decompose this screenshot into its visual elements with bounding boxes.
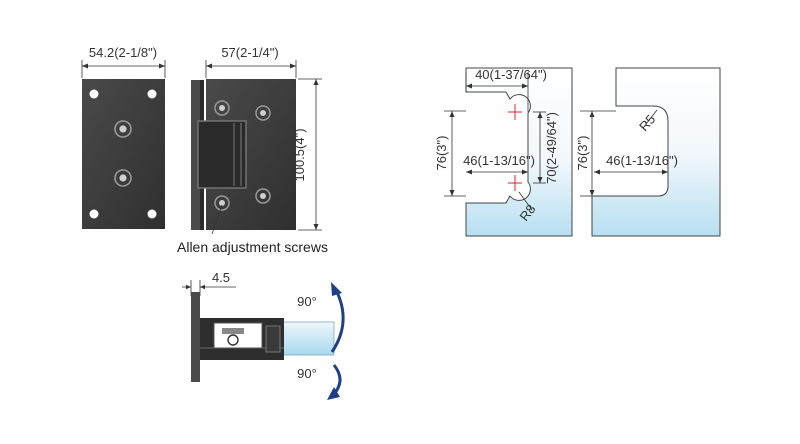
cutout-left-height-dimension	[444, 110, 466, 197]
front-plate-holes	[89, 89, 157, 219]
front-plate	[82, 79, 165, 229]
cutout-left-inner-dimension	[533, 111, 546, 184]
hinge-body	[197, 120, 247, 189]
side-height-dimension	[298, 78, 322, 231]
cutout-right-height-dimension	[580, 110, 616, 197]
side-width-dimension	[205, 60, 297, 78]
cutout-left-inner-label: 70(2-49/64")	[544, 112, 559, 184]
allen-screws-note: Allen adjustment screws	[177, 239, 328, 255]
glass-panel-left	[465, 67, 573, 237]
angle-top-label: 90°	[297, 294, 317, 309]
glass-panel-right	[591, 67, 721, 237]
cutout-left-depth-dimension	[466, 169, 528, 175]
angle-bottom-label: 90°	[297, 366, 317, 381]
side-plate-screws	[214, 100, 271, 211]
cutout-right-depth-label: 46(1-13/16")	[606, 153, 678, 168]
thickness-label: 4.5	[212, 270, 230, 285]
rotation-arrow-up	[330, 282, 345, 353]
glass-cutout-right: 76(3") 46(1-13/16") R5	[575, 67, 721, 237]
side-view: 57(2-1/4") 100.5(4")	[177, 45, 328, 255]
top-wall-plate	[191, 292, 200, 382]
top-view: 4.5 90° 90°	[182, 270, 345, 400]
cutout-left-top-label: 40(1-37/64")	[475, 67, 547, 82]
front-plate-screws	[114, 120, 132, 187]
front-width-label: 54.2(2-1/8")	[89, 45, 157, 60]
glass-panel-section	[279, 321, 335, 356]
top-hinge-window	[213, 322, 263, 349]
cutout-right-radius-label: R5	[636, 112, 658, 134]
side-wall-plate	[191, 80, 200, 230]
cutout-left-top-dimension	[465, 72, 529, 112]
top-hinge-pin	[227, 334, 239, 346]
top-hinge-cam	[222, 328, 244, 334]
front-view: 54.2(2-1/8")	[81, 45, 166, 229]
side-height-label: 100.5(4")	[292, 128, 307, 181]
cutout-right-depth-dimension	[594, 169, 668, 175]
rotation-arrow-down	[327, 364, 342, 400]
allen-leader-line	[211, 204, 223, 235]
front-width-dimension	[81, 60, 166, 78]
side-width-label: 57(2-1/4")	[221, 45, 278, 60]
cutout-left-depth-label: 46(1-13/16")	[463, 153, 535, 168]
glass-cutout-left: 40(1-37/64") 76(3") 46(1-13/16") 70(2-49…	[434, 67, 573, 237]
cutout-left-height-label: 76(3")	[434, 136, 449, 171]
cutout-right-height-label: 76(3")	[575, 136, 590, 171]
hole-center-marks	[508, 104, 522, 191]
